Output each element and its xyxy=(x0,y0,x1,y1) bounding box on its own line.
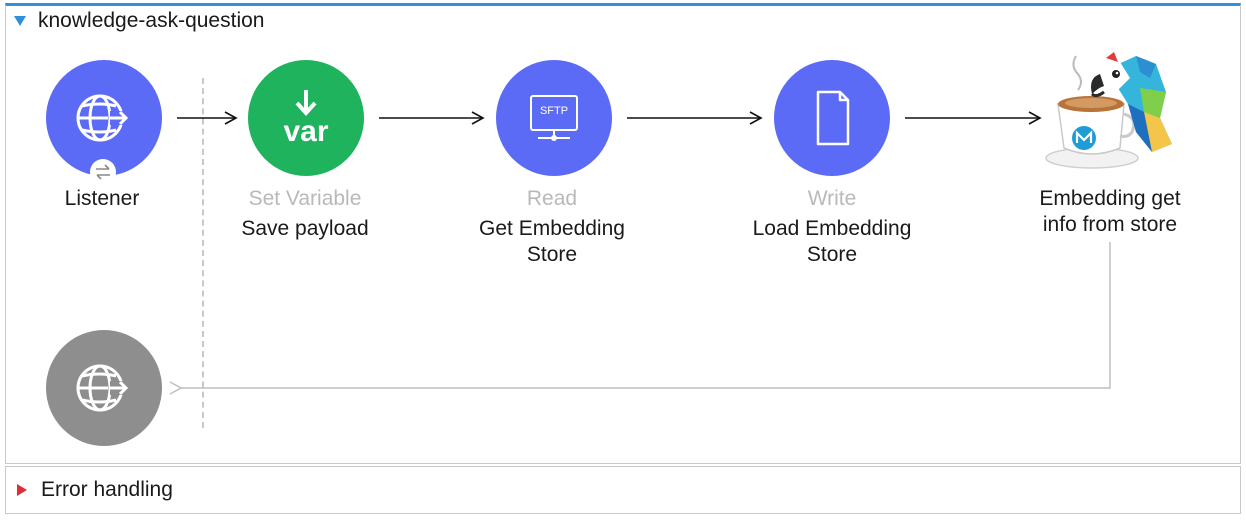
swap-badge xyxy=(90,159,116,185)
sftp-badge-text: SFTP xyxy=(539,105,569,117)
error-handling-toggle[interactable]: Error handling xyxy=(17,478,173,502)
listener-node[interactable] xyxy=(46,60,162,176)
source-divider xyxy=(202,78,204,428)
read-name-line1: Get Embedding xyxy=(479,217,625,240)
collapse-triangle-icon[interactable] xyxy=(14,16,26,26)
file-icon xyxy=(816,90,850,146)
set-variable-type-label: Set Variable xyxy=(248,187,362,210)
parrot-coffee-icon[interactable] xyxy=(1040,48,1180,178)
write-name-line1: Load Embedding xyxy=(752,217,912,240)
error-handling-section xyxy=(5,466,1241,514)
set-variable-node[interactable]: var xyxy=(248,60,364,176)
read-node[interactable]: SFTP xyxy=(496,60,612,176)
var-text: var xyxy=(283,115,329,148)
embedding-name-line1: Embedding get xyxy=(1039,187,1181,210)
error-handling-label: Error handling xyxy=(41,478,173,501)
write-type-label: Write xyxy=(807,187,857,210)
flow-header[interactable]: knowledge-ask-question xyxy=(14,8,264,34)
globe-icon xyxy=(76,364,129,412)
embedding-name-line2: info from store xyxy=(1042,213,1178,236)
swap-arrows-icon xyxy=(96,164,110,180)
response-node[interactable] xyxy=(46,330,162,446)
globe-icon xyxy=(76,94,129,142)
write-name-line2: Store xyxy=(806,243,858,266)
write-node[interactable] xyxy=(774,60,890,176)
var-icon xyxy=(295,90,317,116)
flow-container xyxy=(5,3,1241,464)
read-type-label: Read xyxy=(526,187,578,210)
flow-title: knowledge-ask-question xyxy=(38,9,265,32)
listener-label: Listener xyxy=(64,187,140,210)
read-name-line2: Store xyxy=(526,243,578,266)
set-variable-name-label: Save payload xyxy=(241,217,369,240)
sftp-icon xyxy=(530,95,578,141)
return-connector xyxy=(169,242,1111,395)
expand-triangle-icon[interactable] xyxy=(17,484,27,496)
